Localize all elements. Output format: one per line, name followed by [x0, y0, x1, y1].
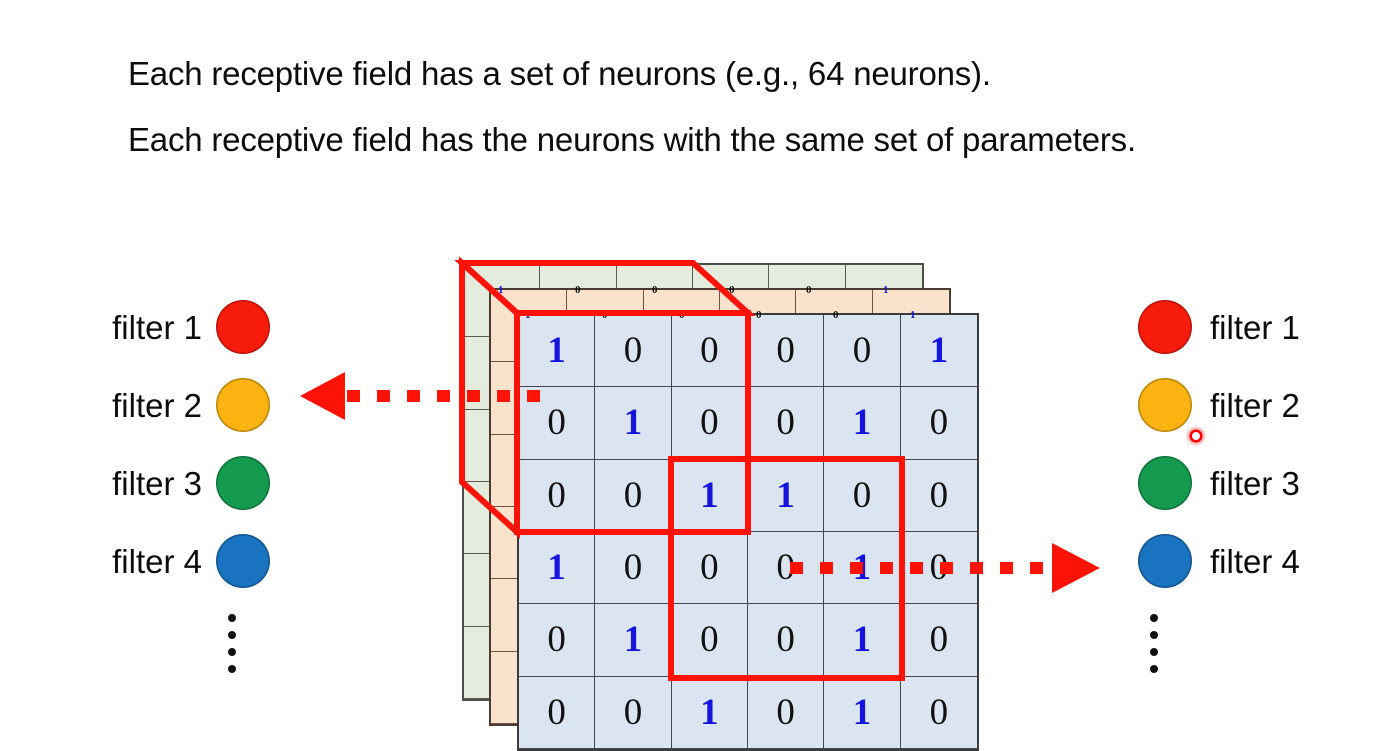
filter-color-dot — [1138, 378, 1192, 432]
feature-map-cell: 0 — [824, 315, 901, 388]
feature-map-cell: 1 — [824, 604, 901, 677]
feature-map-cell: 0 — [900, 532, 977, 605]
feature-map-peek-digit: 0 — [575, 284, 581, 296]
feature-map-cell: 0 — [900, 604, 977, 677]
filter-legend-left-item-2[interactable]: filter 2 — [70, 366, 270, 444]
feature-map-cell: 0 — [900, 460, 977, 532]
filter-color-dot — [216, 534, 270, 588]
feature-map-peek-digit: 0 — [806, 284, 812, 296]
feature-map-cell: 0 — [671, 604, 748, 677]
feature-map-cell: 1 — [900, 315, 977, 388]
feature-map-cell: 1 — [519, 532, 596, 605]
filter-legend-right-item-3[interactable]: filter 3 — [1138, 444, 1368, 522]
filter-legend-left-item-1[interactable]: filter 1 — [70, 288, 270, 366]
headline-line-1: Each receptive field has a set of neuron… — [128, 55, 991, 92]
feature-map-cell: 0 — [595, 315, 672, 388]
feature-map-cell: 0 — [748, 315, 825, 388]
feature-map-cell: 0 — [595, 532, 672, 605]
feature-map-cell: 0 — [519, 604, 596, 677]
vertical-ellipsis-icon — [1150, 614, 1158, 673]
feature-map-cell: 1 — [748, 459, 825, 532]
feature-map-cell: 1 — [595, 604, 672, 677]
feature-map-cell: 0 — [595, 459, 672, 532]
feature-map-peek-digit: 1 — [498, 284, 504, 296]
filter-label: filter 4 — [112, 542, 202, 580]
feature-map-cell: 1 — [824, 532, 901, 605]
headline-line-2: Each receptive field has the neurons wit… — [128, 121, 1136, 158]
feature-map-peek-digit: 1 — [883, 284, 889, 296]
filter-label: filter 2 — [1210, 386, 1300, 424]
feature-map-peek-digit: 0 — [756, 309, 762, 321]
slide-headline: Each receptive field has a set of neuron… — [128, 50, 1328, 164]
filter-legend-left-item-3[interactable]: filter 3 — [70, 444, 270, 522]
filter-color-dot — [1138, 456, 1192, 510]
filter-legend-left: filter 1 filter 2 filter 3 filter 4 — [70, 288, 270, 673]
filter-legend-right-item-4[interactable]: filter 4 — [1138, 522, 1368, 600]
feature-map-cell: 0 — [900, 387, 977, 460]
feature-map-peek-digit: 0 — [679, 309, 685, 321]
feature-map-peek-digit: 0 — [729, 284, 735, 296]
feature-map-peek-digit: 0 — [833, 309, 839, 321]
filter-legend-left-item-4[interactable]: filter 4 — [70, 522, 270, 600]
feature-map-cell: 0 — [671, 532, 748, 605]
filter-legend-right-item-2[interactable]: filter 2 — [1138, 366, 1368, 444]
feature-map-cell: 0 — [900, 677, 977, 749]
filter-color-dot — [1138, 534, 1192, 588]
filter-label: filter 4 — [1210, 542, 1300, 580]
feature-map-cell: 0 — [519, 459, 596, 532]
filter-color-dot — [1138, 300, 1192, 354]
filter-legend-right-item-1[interactable]: filter 1 — [1138, 288, 1368, 366]
feature-map-cell: 1 — [519, 315, 596, 388]
feature-map-cell: 0 — [824, 459, 901, 532]
filter-label: filter 3 — [112, 464, 202, 502]
filter-label: filter 1 — [1210, 308, 1300, 346]
filter-color-dot — [216, 300, 270, 354]
feature-map-cell: 0 — [748, 387, 825, 460]
feature-map-cell: 1 — [671, 676, 748, 749]
vertical-ellipsis-icon — [228, 614, 236, 673]
feature-map-peek-digit: 1 — [525, 309, 531, 321]
filter-color-dot — [216, 378, 270, 432]
feature-map-cell: 1 — [824, 387, 901, 460]
feature-map-cell: 0 — [748, 676, 825, 749]
filter-label: filter 3 — [1210, 464, 1300, 502]
feature-map-cell: 0 — [519, 676, 596, 749]
feature-map-peek-digit: 0 — [652, 284, 658, 296]
filter-legend-right: filter 1 filter 2 filter 3 filter 4 — [1138, 288, 1368, 673]
filter-color-dot — [216, 456, 270, 510]
feature-map-cell: 0 — [671, 387, 748, 460]
feature-map-cell: 1 — [824, 676, 901, 749]
laser-pointer-cursor-icon — [1186, 426, 1206, 446]
filter-label: filter 1 — [112, 308, 202, 346]
filter-label: filter 2 — [112, 386, 202, 424]
feature-map-cell: 0 — [748, 604, 825, 677]
feature-map-cell: 0 — [595, 676, 672, 749]
feature-map-cell: 0 — [671, 315, 748, 388]
feature-map-cell: 1 — [595, 387, 672, 460]
feature-map-peek-digit: 0 — [602, 309, 608, 321]
feature-map-peek-digit: 1 — [910, 309, 916, 321]
feature-map-cell: 0 — [519, 387, 596, 460]
feature-map-cell: 1 — [671, 459, 748, 532]
feature-map-cell: 0 — [748, 532, 825, 605]
